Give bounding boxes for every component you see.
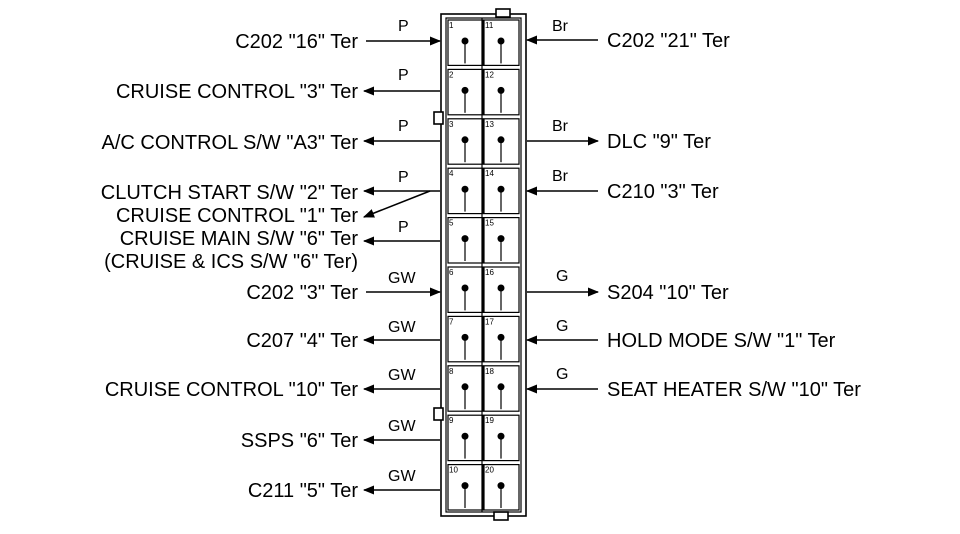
left-label-10: CRUISE CONTROL "10" Ter — [105, 379, 358, 401]
pin-cell-13 — [483, 118, 520, 165]
right-label-3: C210 "3" Ter — [607, 181, 719, 203]
pin-cell-12 — [483, 68, 520, 116]
left-label-3: A/C CONTROL S/W "A3" Ter — [102, 132, 359, 154]
right-wire-color-1: Br — [552, 18, 569, 35]
pin-number-14: 14 — [485, 169, 494, 178]
right-label-1: C202 "21" Ter — [607, 30, 730, 52]
left-label-4: CLUTCH START S/W "2" Ter — [101, 182, 359, 204]
pin-cell-18 — [483, 365, 520, 412]
pin-number-19: 19 — [485, 416, 494, 425]
pin-cell-10 — [447, 464, 484, 511]
right-connections: C202 "21" Ter Br DLC "9" Ter Br C210 "3"… — [525, 18, 861, 401]
right-wire-color-6: G — [556, 366, 568, 383]
left-wire-color-3: P — [398, 118, 409, 135]
left-label-12: C211 "5" Ter — [248, 480, 359, 502]
right-wire-color-2: Br — [552, 118, 569, 135]
pin-cell-6 — [447, 266, 484, 314]
pin-number-9: 9 — [449, 416, 454, 425]
pin-number-2: 2 — [449, 70, 454, 79]
left-line-4-branch — [362, 190, 431, 218]
pin-number-18: 18 — [485, 367, 494, 376]
pin-cell-17 — [483, 315, 520, 363]
pin-number-4: 4 — [449, 169, 454, 178]
left-label-6: CRUISE MAIN S/W "6" Ter — [120, 228, 359, 250]
right-label-4: S204 "10" Ter — [607, 282, 729, 304]
connector-bottom-key — [493, 511, 509, 521]
pin-cell-9 — [447, 414, 484, 462]
connector-latch-lower — [433, 407, 444, 421]
pin-cell-11 — [483, 19, 520, 67]
pin-number-3: 3 — [449, 120, 454, 129]
pin-cell-8 — [447, 365, 484, 412]
connector-latch-upper — [433, 111, 444, 125]
left-wire-color-2: P — [398, 67, 409, 84]
left-label-2: CRUISE CONTROL "3" Ter — [116, 81, 358, 103]
pin-number-12: 12 — [485, 70, 494, 79]
pin-cell-7 — [447, 315, 484, 363]
pin-cell-20 — [483, 464, 520, 511]
pin-number-7: 7 — [449, 317, 454, 326]
pin-number-20: 20 — [485, 466, 494, 475]
right-label-5: HOLD MODE S/W "1" Ter — [607, 330, 836, 352]
pin-number-1: 1 — [449, 21, 454, 30]
left-label-11: SSPS "6" Ter — [241, 430, 359, 452]
right-wire-color-5: G — [556, 318, 568, 335]
right-label-2: DLC "9" Ter — [607, 131, 711, 153]
pin-cell-14 — [483, 167, 520, 215]
left-wire-color-5: P — [398, 219, 409, 236]
pin-cell-15 — [483, 217, 520, 264]
pin-number-5: 5 — [449, 219, 454, 228]
pin-number-17: 17 — [485, 317, 494, 326]
pin-number-10: 10 — [449, 466, 458, 475]
pin-cell-4 — [447, 167, 484, 215]
pin-cell-2 — [447, 68, 484, 116]
right-wire-color-3: Br — [552, 168, 569, 185]
pin-number-8: 8 — [449, 367, 454, 376]
left-label-5: CRUISE CONTROL "1" Ter — [116, 205, 358, 227]
pin-cell-16 — [483, 266, 520, 314]
connector-top-key — [495, 8, 511, 18]
left-wire-color-1: P — [398, 18, 409, 35]
pin-cell-3 — [447, 118, 484, 165]
pin-number-13: 13 — [485, 120, 494, 129]
left-wire-color-4: P — [398, 169, 409, 186]
left-label-8: C202 "3" Ter — [246, 282, 358, 304]
left-label-9: C207 "4" Ter — [246, 330, 358, 352]
pin-number-6: 6 — [449, 268, 454, 277]
pin-number-11: 11 — [485, 21, 494, 30]
left-wire-color-8: GW — [388, 367, 416, 384]
pin-number-15: 15 — [485, 219, 494, 228]
left-wire-color-9: GW — [388, 418, 416, 435]
right-wire-color-4: G — [556, 268, 568, 285]
left-wire-color-7: GW — [388, 319, 416, 336]
left-wire-color-6: GW — [388, 270, 416, 287]
connector-inner-frame — [445, 17, 522, 513]
left-wire-color-10: GW — [388, 468, 416, 485]
pin-number-16: 16 — [485, 268, 494, 277]
left-label-7: (CRUISE & ICS S/W "6" Ter) — [104, 251, 358, 273]
pin-cell-19 — [483, 414, 520, 462]
pin-cell-1 — [447, 19, 484, 67]
left-connections: C202 "16" Ter P CRUISE CONTROL "3" Ter P… — [101, 18, 442, 502]
right-label-6: SEAT HEATER S/W "10" Ter — [607, 379, 861, 401]
pin-cell-5 — [447, 217, 484, 264]
left-label-1: C202 "16" Ter — [235, 31, 358, 53]
